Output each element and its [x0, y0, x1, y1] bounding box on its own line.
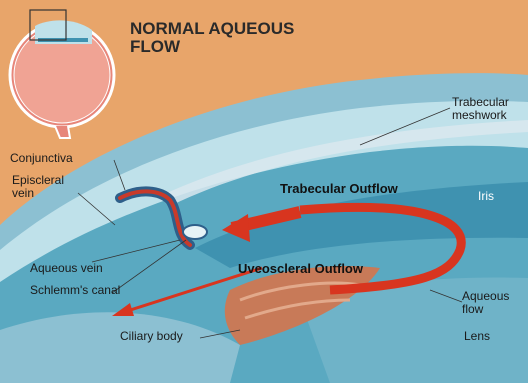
label-trabecular-outflow: Trabecular Outflow: [280, 182, 398, 195]
diagram-title: NORMAL AQUEOUS FLOW: [130, 20, 294, 56]
label-schlemms-canal: Schlemm's canal: [30, 284, 120, 297]
label-ciliary-body: Ciliary body: [120, 330, 183, 343]
label-trabecular-meshwork: Trabecular meshwork: [452, 96, 509, 122]
label-conjunctiva: Conjunctiva: [10, 152, 73, 165]
label-uveoscleral-outflow: Uveoscleral Outflow: [238, 262, 363, 275]
label-aqueous-vein: Aqueous vein: [30, 262, 103, 275]
label-episcleral-vein: Episcleral vein: [12, 174, 64, 200]
label-lens: Lens: [464, 330, 490, 343]
schlemms-canal: [183, 225, 207, 239]
label-aqueous-flow: Aqueous flow: [462, 290, 509, 316]
label-iris: Iris: [478, 190, 494, 203]
